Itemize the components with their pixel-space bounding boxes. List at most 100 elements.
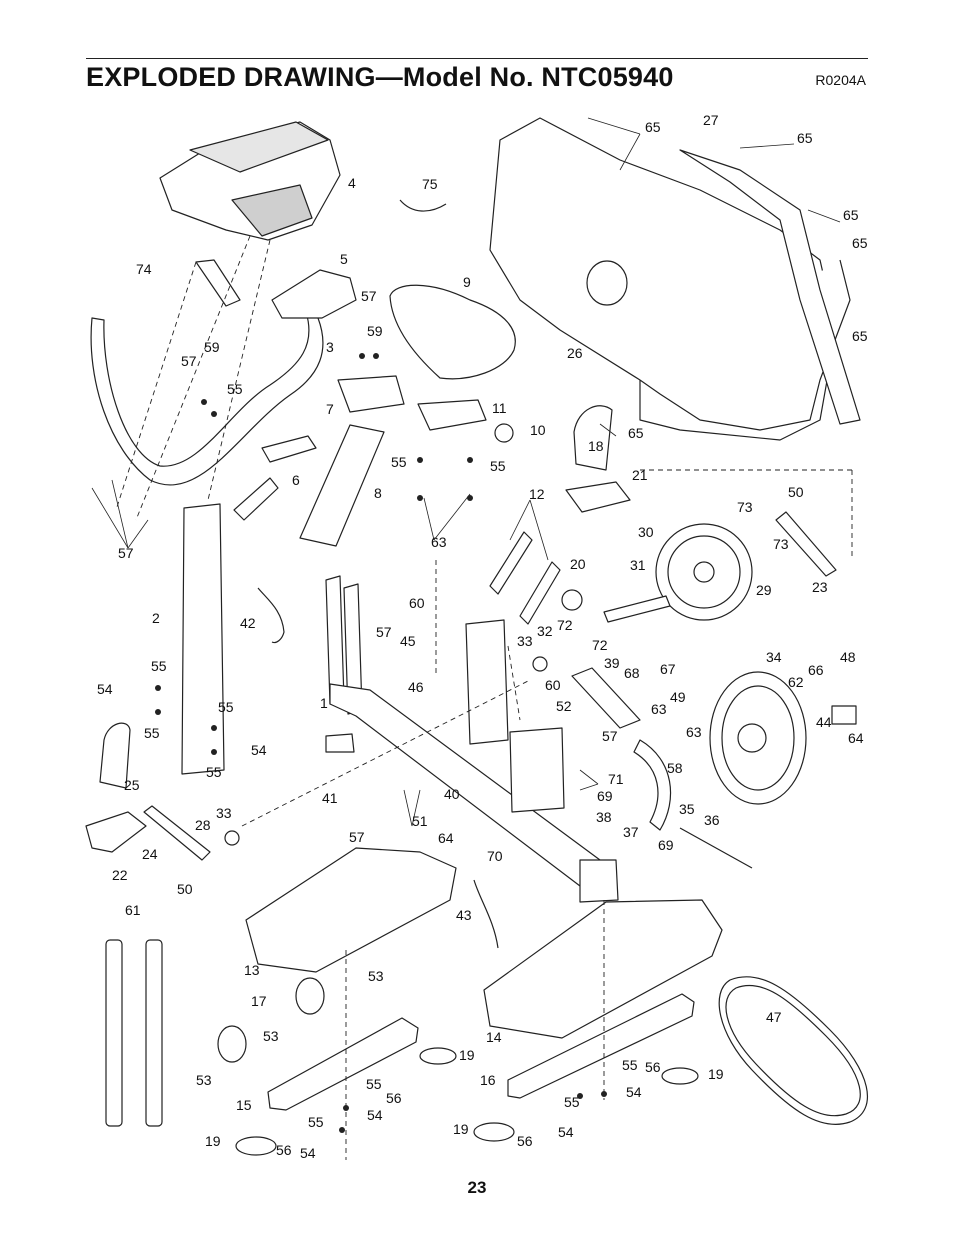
- leveler-part: [419, 1047, 457, 1065]
- part-callout-18: 18: [588, 438, 604, 454]
- seat-part: [389, 284, 516, 380]
- plate-part: [465, 619, 509, 745]
- part-callout-33: 33: [216, 805, 232, 821]
- stabilizer-part: [267, 1017, 419, 1111]
- part-callout-55: 55: [490, 458, 506, 474]
- part-callout-55: 55: [144, 725, 160, 741]
- part-callout-38: 38: [596, 809, 612, 825]
- part-callout-22: 22: [112, 867, 128, 883]
- part-callout-56: 56: [517, 1133, 533, 1149]
- tube-part: [145, 939, 163, 1127]
- wire-harness-part: [257, 587, 285, 644]
- pedal-part: [565, 481, 631, 513]
- motor-bracket-part: [509, 727, 565, 813]
- knob-part: [494, 423, 514, 443]
- part-callout-17: 17: [251, 993, 267, 1009]
- part-callout-57: 57: [602, 728, 618, 744]
- part-callout-19: 19: [459, 1047, 475, 1063]
- part-callout-61: 61: [125, 902, 141, 918]
- part-callout-8: 8: [374, 485, 382, 501]
- part-callout-27: 27: [703, 112, 719, 128]
- page-title: EXPLODED DRAWING—Model No. NTC05940: [86, 62, 674, 92]
- part-callout-55: 55: [308, 1114, 324, 1130]
- page-number: 23: [467, 1178, 487, 1197]
- leader-lines: [91, 117, 841, 827]
- part-callout-72: 72: [592, 637, 608, 653]
- part-callout-46: 46: [408, 679, 424, 695]
- part-callout-3: 3: [326, 339, 334, 355]
- part-callout-55: 55: [206, 764, 222, 780]
- cable-part: [399, 199, 447, 212]
- part-callout-35: 35: [679, 801, 695, 817]
- part-callout-65: 65: [852, 235, 868, 251]
- part-callout-52: 52: [556, 698, 572, 714]
- shroud-trim-part: [679, 149, 861, 425]
- part-callout-33: 33: [517, 633, 533, 649]
- part-callout-47: 47: [766, 1009, 782, 1025]
- part-callout-57: 57: [376, 624, 392, 640]
- part-callout-19: 19: [453, 1121, 469, 1137]
- part-callout-54: 54: [367, 1107, 383, 1123]
- part-callout-56: 56: [386, 1090, 402, 1106]
- leveler-part: [661, 1067, 699, 1085]
- callout-labels: 1234567891011121314151617181919191920212…: [97, 112, 868, 1161]
- part-callout-54: 54: [626, 1084, 642, 1100]
- part-callout-21: 21: [632, 467, 648, 483]
- part-callout-36: 36: [704, 812, 720, 828]
- bracket-part: [831, 705, 857, 725]
- part-callout-67: 67: [660, 661, 676, 677]
- part-callout-50: 50: [177, 881, 193, 897]
- part-callout-57: 57: [118, 545, 134, 561]
- part-callout-15: 15: [236, 1097, 252, 1113]
- part-callout-60: 60: [409, 595, 425, 611]
- part-callout-19: 19: [708, 1066, 724, 1082]
- part-callout-58: 58: [667, 760, 683, 776]
- part-callout-54: 54: [300, 1145, 316, 1161]
- part-callout-64: 64: [848, 730, 864, 746]
- part-callout-60: 60: [545, 677, 561, 693]
- assembly-guides: [115, 235, 853, 1160]
- rib-part: [489, 531, 533, 595]
- part-callout-55: 55: [227, 381, 243, 397]
- bearing-part: [532, 656, 548, 672]
- part-callout-6: 6: [292, 472, 300, 488]
- part-callout-57: 57: [361, 288, 377, 304]
- part-callout-23: 23: [812, 579, 828, 595]
- part-callout-55: 55: [151, 658, 167, 674]
- part-callout-28: 28: [195, 817, 211, 833]
- part-callout-20: 20: [570, 556, 586, 572]
- part-callout-7: 7: [326, 401, 334, 417]
- part-callout-65: 65: [628, 425, 644, 441]
- flywheel-part: [709, 671, 807, 805]
- upright-post-part: [181, 503, 225, 775]
- drawing-code: R0204A: [815, 72, 866, 88]
- wheel-part: [217, 1025, 247, 1063]
- part-callout-34: 34: [766, 649, 782, 665]
- part-callout-65: 65: [797, 130, 813, 146]
- part-callout-45: 45: [400, 633, 416, 649]
- tube-part: [105, 939, 123, 1127]
- drive-pulley-part: [655, 523, 753, 621]
- part-callout-12: 12: [529, 486, 545, 502]
- part-callout-65: 65: [645, 119, 661, 135]
- frame-part: [325, 575, 619, 903]
- part-callout-59: 59: [204, 339, 220, 355]
- part-callout-10: 10: [530, 422, 546, 438]
- header-rule: [86, 58, 868, 59]
- part-callout-54: 54: [558, 1124, 574, 1140]
- part-callout-4: 4: [348, 175, 356, 191]
- part-callout-19: 19: [205, 1133, 221, 1149]
- part-callout-26: 26: [567, 345, 583, 361]
- part-callout-2: 2: [152, 610, 160, 626]
- seat-clamp-part: [417, 399, 487, 431]
- part-callout-53: 53: [263, 1028, 279, 1044]
- part-callout-50: 50: [788, 484, 804, 500]
- bearing-part: [224, 830, 240, 846]
- part-callout-69: 69: [658, 837, 674, 853]
- part-callout-66: 66: [808, 662, 824, 678]
- part-callout-54: 54: [251, 742, 267, 758]
- part-callout-64: 64: [438, 830, 454, 846]
- part-callout-65: 65: [852, 328, 868, 344]
- rib-part: [519, 561, 561, 625]
- wire-harness-part: [473, 879, 499, 949]
